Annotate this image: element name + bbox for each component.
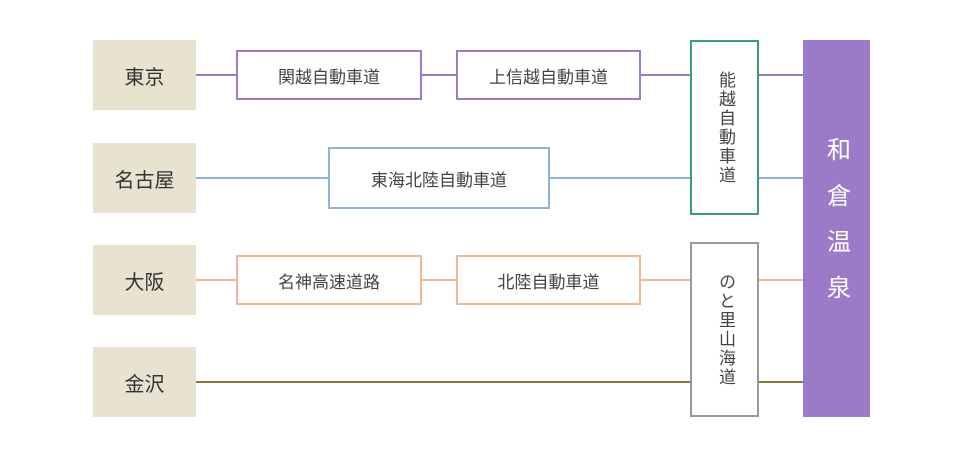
destination-label: 和倉温泉 [822, 136, 851, 321]
road-noto-satoyama-label: のと里山海道 [715, 272, 735, 387]
origin-osaka: 大阪 [93, 245, 196, 315]
road-meishin: 名神高速道路 [236, 255, 422, 305]
road-noetsu: 能越自動車道 [690, 40, 759, 215]
route-line-kanazawa [196, 381, 803, 383]
road-noto-satoyama: のと里山海道 [690, 242, 759, 417]
road-tokai-hokuriku: 東海北陸自動車道 [328, 147, 550, 209]
destination-wakura-onsen: 和倉温泉 [803, 40, 870, 417]
road-hokuriku: 北陸自動車道 [456, 255, 641, 305]
origin-nagoya: 名古屋 [93, 143, 196, 213]
origin-tokyo: 東京 [93, 40, 196, 110]
road-kanetsu: 関越自動車道 [236, 50, 422, 100]
road-joshinetsu: 上信越自動車道 [456, 50, 641, 100]
origin-kanazawa: 金沢 [93, 347, 196, 417]
road-noetsu-label: 能越自動車道 [715, 70, 735, 185]
